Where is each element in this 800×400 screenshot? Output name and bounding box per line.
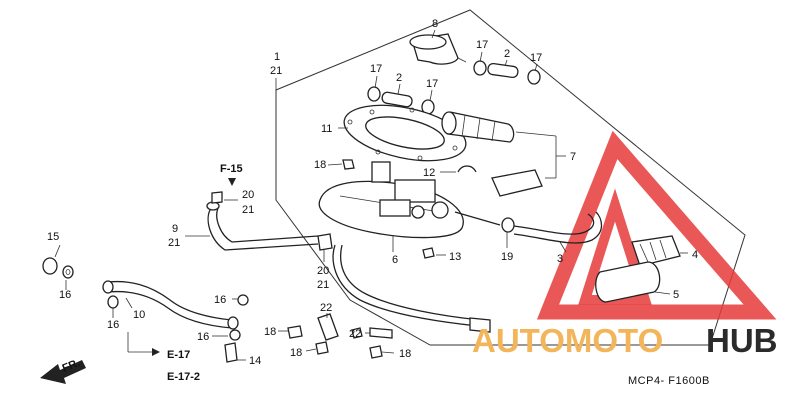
part-10-hose (102, 280, 239, 330)
callout-22: 22 (320, 302, 332, 314)
callout-2: 2 (504, 48, 510, 60)
callout-7: 7 (570, 151, 576, 163)
part-9-hose (206, 201, 319, 251)
callout-13: 13 (449, 251, 461, 263)
part-22-clamp-a (317, 313, 339, 341)
callout-6: 6 (392, 254, 398, 266)
part-2-hose-upper (473, 60, 541, 85)
callout-16: 16 (107, 319, 119, 331)
part-5-foam (595, 261, 661, 303)
callout-18: 18 (314, 159, 326, 171)
ref-e17: E-17 (167, 349, 190, 361)
ref-e17-2: E-17-2 (167, 371, 200, 383)
callout-16: 16 (59, 289, 71, 301)
part-20-clip-upper (211, 191, 223, 204)
callout-5: 5 (673, 289, 679, 301)
callout-20: 20 (242, 189, 254, 201)
watermark-triangle (536, 130, 777, 320)
leader-lines (54, 29, 688, 361)
callout-15: 15 (47, 231, 59, 243)
part-18-nut-a (287, 325, 303, 339)
part-7-strainer (491, 169, 543, 197)
callout-1: 1 (274, 51, 280, 63)
callouts: 1 21 8 17 2 17 17 2 17 11 7 18 12 20 21 … (47, 18, 698, 367)
callout-12: 12 (423, 167, 435, 179)
callout-10: 10 (133, 309, 145, 321)
callout-20: 20 (317, 265, 329, 277)
diagram-code: MCP4- F1600B (628, 375, 710, 387)
callout-18: 18 (399, 348, 411, 360)
watermark-text-hub: HUB (706, 322, 778, 359)
part-8-filter-cap (409, 33, 467, 65)
callout-21: 21 (317, 279, 329, 291)
callout-17: 17 (426, 78, 438, 90)
part-13-nut (422, 247, 435, 259)
part-2-hose-lower (367, 86, 435, 115)
part-14-bolt (224, 342, 238, 363)
part-15-cap (42, 257, 58, 275)
callout-21: 21 (168, 237, 180, 249)
assembly-outline (275, 9, 746, 346)
callout-16: 16 (214, 294, 226, 306)
drain-tube-end (469, 317, 491, 333)
callout-8: 8 (432, 18, 438, 30)
callout-17: 17 (370, 63, 382, 75)
part-18-nut-b (315, 341, 329, 355)
front-label: FR. (61, 357, 82, 375)
callout-3: 3 (557, 253, 563, 265)
watermark-text-auto: AUTOMOTO (472, 322, 663, 359)
callout-18: 18 (290, 347, 302, 359)
callout-22: 22 (349, 328, 361, 340)
part-18-nut-c (369, 345, 383, 359)
callout-18: 18 (264, 326, 276, 338)
drain-tube (332, 244, 479, 327)
part-7-fuel-pump (441, 111, 515, 143)
drain-tube-inner (340, 244, 481, 321)
part-6-pump-base (318, 161, 501, 239)
callout-21: 21 (242, 204, 254, 216)
ref-arrow-e17 (127, 332, 160, 356)
part-18-nut-d (351, 327, 363, 339)
callout-16: 16 (197, 331, 209, 343)
callout-21: 21 (270, 65, 282, 77)
part-18-bolt-top (342, 159, 355, 170)
callout-17: 17 (530, 52, 542, 64)
ref-arrow-f15 (228, 178, 236, 186)
part-16-washer-c (229, 329, 241, 341)
part-16-washer-a (107, 295, 119, 309)
part-16-washer-left (62, 265, 74, 279)
front-arrow (40, 360, 86, 384)
part-20-clip-lower (317, 233, 333, 251)
part-3-fuel-tube (501, 211, 603, 244)
callout-4: 4 (692, 249, 698, 261)
part-4-filter (631, 235, 681, 267)
callout-19: 19 (501, 251, 513, 263)
part-12-clip (457, 165, 477, 173)
callout-9: 9 (172, 223, 178, 235)
callout-2: 2 (396, 72, 402, 84)
callout-11: 11 (321, 123, 332, 135)
part-22-clamp-b (369, 327, 393, 339)
callout-14: 14 (249, 355, 261, 367)
part-16-washer-b (237, 294, 249, 306)
callout-17: 17 (476, 39, 488, 51)
ref-f15: F-15 (220, 163, 243, 175)
